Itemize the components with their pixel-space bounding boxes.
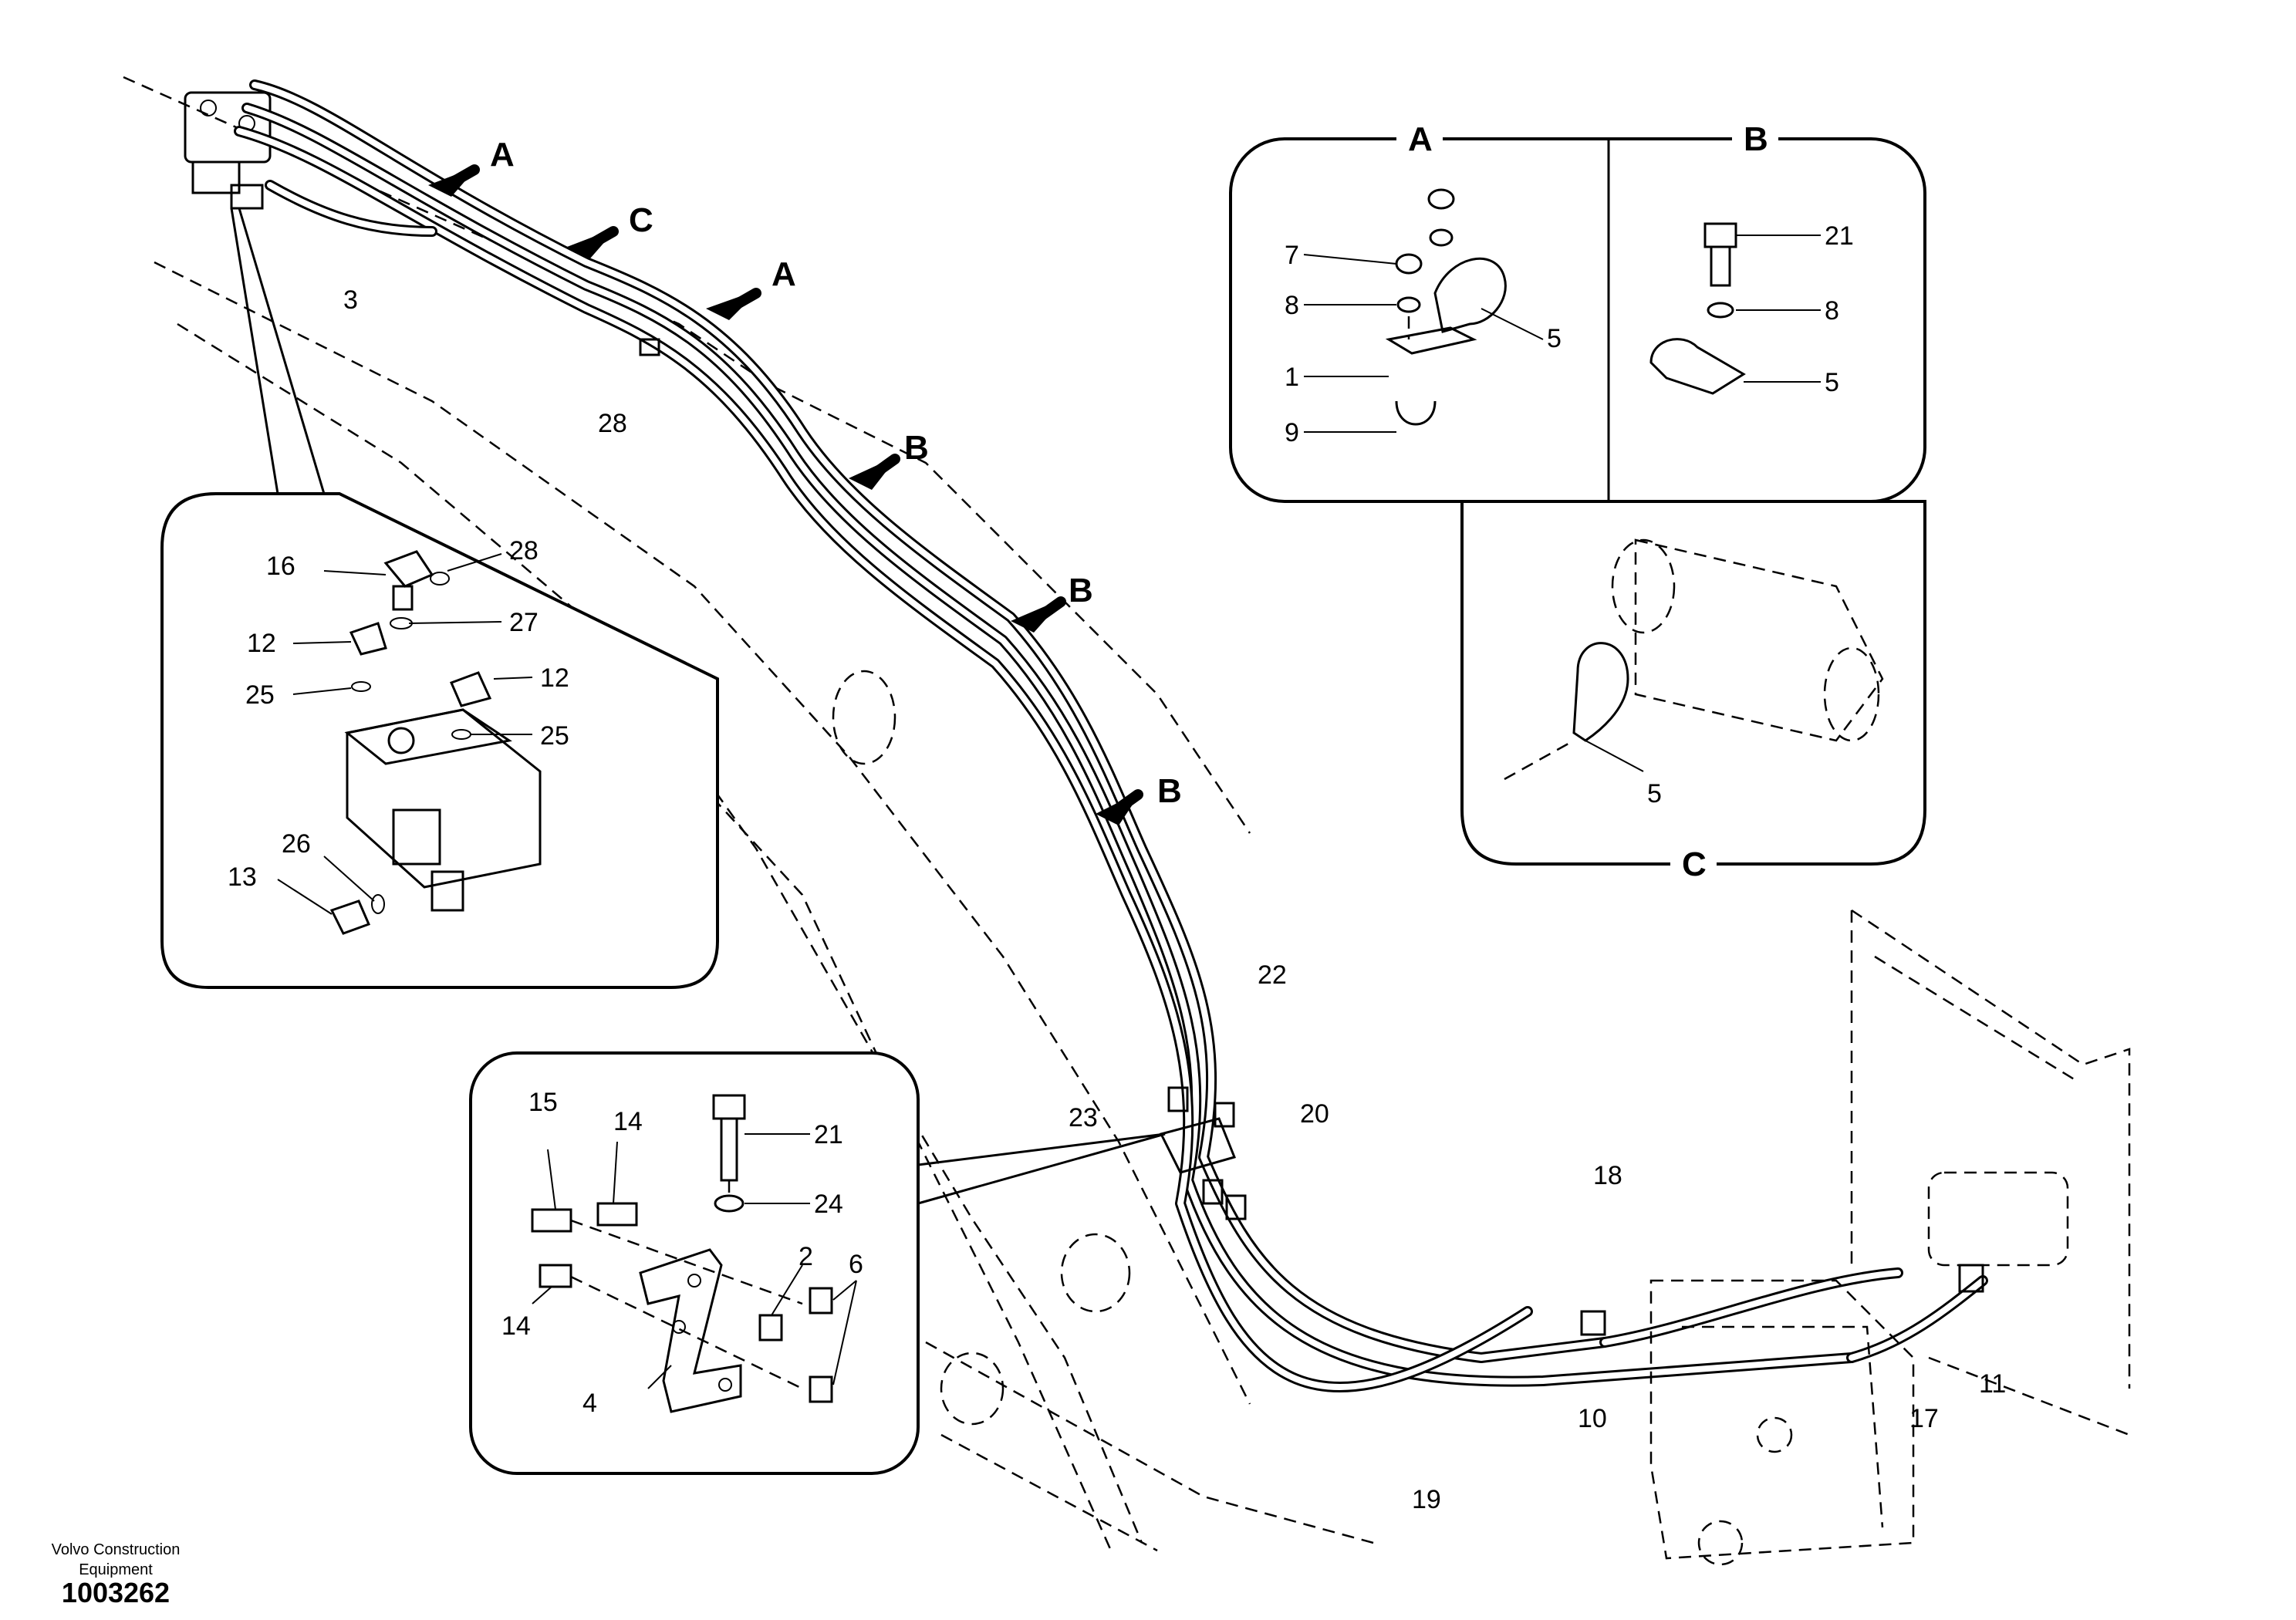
bracket-fittings xyxy=(639,338,1247,1220)
detail-c-title: C xyxy=(1682,845,1707,883)
control-valve xyxy=(184,91,272,210)
callout-9: 9 xyxy=(1285,418,1299,447)
callout-11: 11 xyxy=(1979,1369,2006,1399)
brand-label: Volvo Construction Equipment xyxy=(31,1540,201,1580)
detail-views xyxy=(1229,123,1926,879)
bracket-inset xyxy=(469,1051,920,1475)
view-letter-a-main: A xyxy=(490,136,515,174)
callout-27: 27 xyxy=(509,608,539,637)
inset-leaders xyxy=(230,208,1166,1205)
valve-inset xyxy=(160,492,719,989)
callout-15: 15 xyxy=(528,1088,558,1117)
callout-16: 16 xyxy=(266,552,295,581)
callout-7: 7 xyxy=(1285,241,1299,270)
callout-25-a: 25 xyxy=(245,680,275,710)
callout-8-b: 8 xyxy=(1825,296,1839,326)
callout-13: 13 xyxy=(228,862,257,892)
callout-28-main: 28 xyxy=(598,409,627,438)
view-letter-a-main-2: A xyxy=(772,255,796,293)
callout-21-bracket: 21 xyxy=(814,1120,843,1149)
callout-5-c: 5 xyxy=(1647,779,1662,808)
view-letter-b-main-3: B xyxy=(1157,772,1182,810)
view-letter-b-main: B xyxy=(904,429,929,467)
callout-10: 10 xyxy=(1578,1404,1607,1433)
callout-19: 19 xyxy=(1412,1485,1441,1514)
callout-5-a: 5 xyxy=(1547,324,1562,353)
view-arrows xyxy=(428,164,1143,825)
callout-3: 3 xyxy=(343,285,358,315)
callout-2: 2 xyxy=(799,1242,813,1271)
main-hose-bundle xyxy=(234,79,1988,1393)
callout-24: 24 xyxy=(814,1190,843,1219)
callout-18: 18 xyxy=(1593,1161,1622,1190)
callout-4: 4 xyxy=(582,1389,597,1418)
callout-5-b: 5 xyxy=(1825,368,1839,397)
document-number: 1003262 xyxy=(61,1577,171,1608)
callout-17: 17 xyxy=(1909,1404,1939,1433)
callout-6: 6 xyxy=(849,1250,863,1279)
callout-25-b: 25 xyxy=(540,721,569,751)
callout-12-b: 12 xyxy=(540,663,569,693)
view-letter-b-main-2: B xyxy=(1069,572,1093,609)
callout-28-inset: 28 xyxy=(509,536,539,565)
machine-outline xyxy=(123,76,2131,1552)
callout-26: 26 xyxy=(282,829,311,859)
view-letter-c-main: C xyxy=(629,201,653,239)
callout-8-a: 8 xyxy=(1285,291,1299,320)
callout-20: 20 xyxy=(1300,1099,1329,1129)
callout-22: 22 xyxy=(1258,960,1287,990)
brand-line-2: Equipment xyxy=(79,1561,153,1578)
detail-a-title: A xyxy=(1408,120,1433,158)
brand-line-1: Volvo Construction xyxy=(51,1541,181,1558)
callout-23: 23 xyxy=(1069,1103,1098,1132)
callout-1: 1 xyxy=(1285,363,1299,392)
pump-assembly xyxy=(1580,1264,1984,1566)
callout-21-detail-b: 21 xyxy=(1825,221,1854,251)
callout-12-a: 12 xyxy=(247,629,276,658)
callout-14-a: 14 xyxy=(613,1107,643,1136)
callout-14-b: 14 xyxy=(501,1311,531,1341)
detail-b-title: B xyxy=(1744,120,1768,158)
